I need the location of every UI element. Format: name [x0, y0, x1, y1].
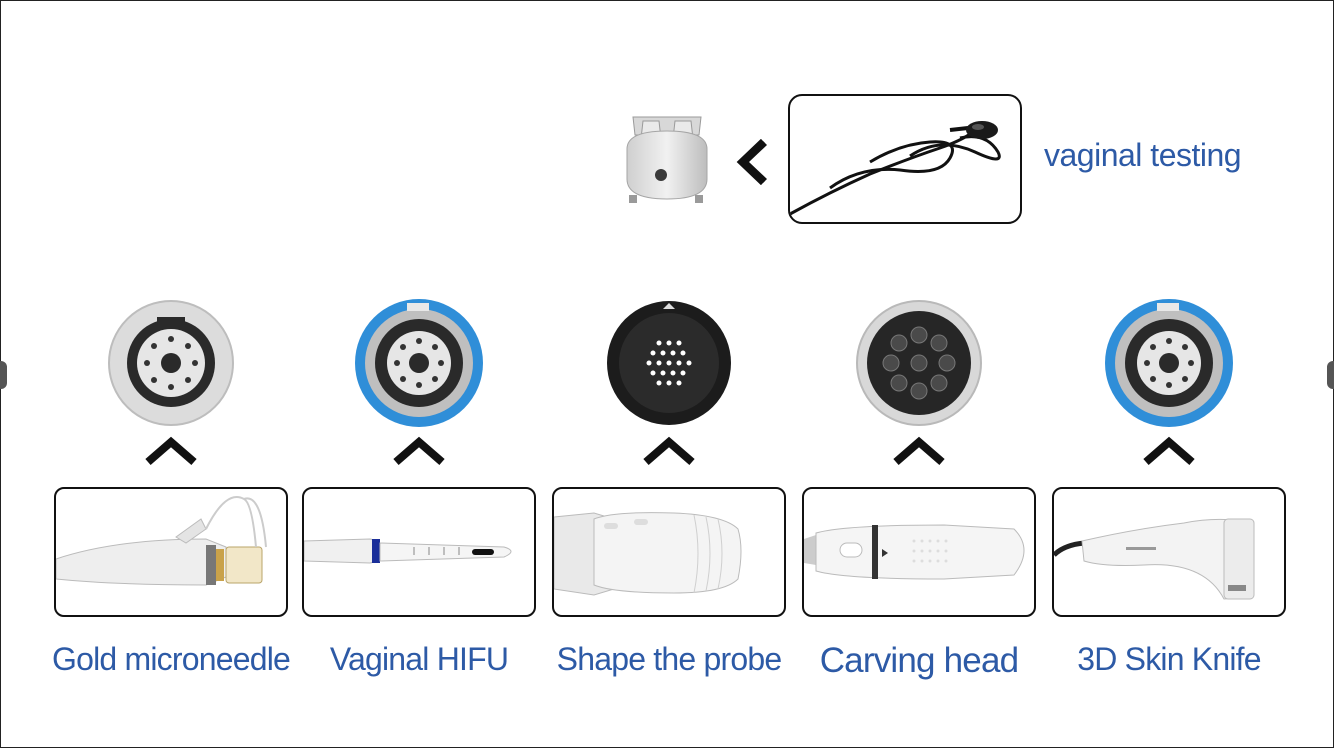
chevron-up-icon [643, 436, 695, 466]
vaginal-testing-label: vaginal testing [1044, 137, 1242, 173]
chevron-left-icon [736, 139, 767, 185]
probe-head-blue-icon [1105, 299, 1233, 427]
pressure-sensor-image-box [788, 94, 1022, 224]
product-label: Gold microneedle [52, 641, 291, 677]
product-label: 3D Skin Knife [1077, 641, 1261, 677]
vaginal-probe-head-icon [626, 116, 708, 203]
chevron-up-icon [893, 436, 945, 466]
microneedle-handle-icon [56, 496, 267, 586]
shape-probe-handle-icon [554, 512, 742, 596]
chevron-up-icon [145, 436, 197, 466]
probe-head-cluster-icon [856, 300, 982, 426]
right-edge-handle [1327, 361, 1334, 389]
pressure-sensor-cable-icon [790, 121, 1001, 216]
handle-image-box [302, 487, 536, 617]
product-vaginal-hifu: Vaginal HIFU [294, 291, 544, 711]
handle-image-box [802, 487, 1036, 617]
chevron-up-icon [1143, 436, 1195, 466]
carving-handle-icon [804, 524, 1025, 580]
product-label: Shape the probe [556, 641, 782, 677]
chevron-up-icon [393, 436, 445, 466]
left-edge-handle [0, 361, 7, 389]
product-label: Carving head [819, 641, 1019, 680]
handle-image-box [1052, 487, 1286, 617]
product-gold-microneedle: Gold microneedle [46, 291, 296, 711]
probe-head-blue-icon [355, 299, 483, 427]
skin-knife-handle-icon [1054, 518, 1255, 600]
handle-image-box [54, 487, 288, 617]
probe-head-black-icon [607, 301, 731, 425]
product-label: Vaginal HIFU [329, 641, 509, 677]
product-3d-skin-knife: 3D Skin Knife [1044, 291, 1294, 711]
vaginal-hifu-handle-icon [304, 538, 512, 564]
handle-image-box [552, 487, 786, 617]
probe-head-gray-icon [108, 300, 234, 426]
product-carving-head: Carving head [794, 291, 1044, 711]
product-shape-the-probe: Shape the probe [544, 291, 794, 711]
